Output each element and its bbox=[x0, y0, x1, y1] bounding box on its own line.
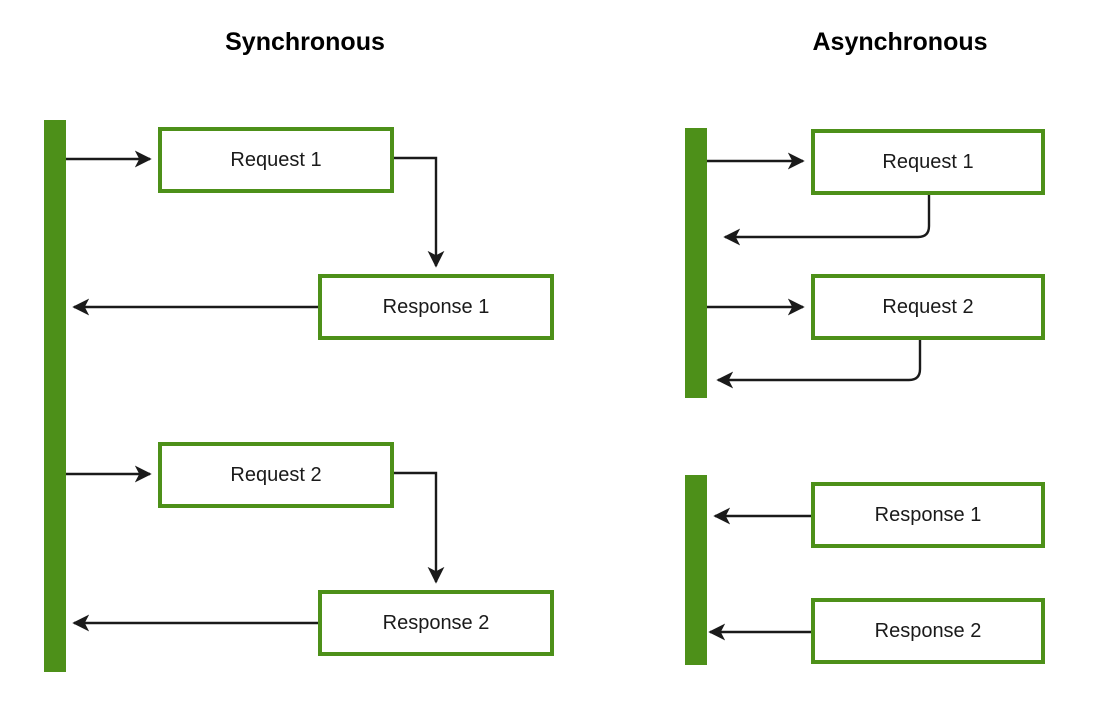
sync-request-1-label: Request 1 bbox=[230, 149, 322, 171]
arrow-async-request-1-return bbox=[723, 195, 931, 246]
sync-response-2-box[interactable]: Response 2 bbox=[318, 590, 554, 656]
sync-response-2-label: Response 2 bbox=[382, 612, 490, 634]
arrow-async-request-2-return bbox=[716, 340, 922, 389]
async-response-2-label: Response 2 bbox=[874, 620, 982, 642]
panel-title-asynchronous: Asynchronous bbox=[812, 28, 988, 56]
panel-title-synchronous: Synchronous bbox=[225, 28, 385, 56]
async-response-1-box[interactable]: Response 1 bbox=[811, 482, 1045, 548]
async-request-2-label: Request 2 bbox=[882, 296, 974, 318]
async-request-2-box[interactable]: Request 2 bbox=[811, 274, 1045, 340]
sync-request-1-box[interactable]: Request 1 bbox=[158, 127, 394, 193]
async-response-2-box[interactable]: Response 2 bbox=[811, 598, 1045, 664]
sync-request-2-label: Request 2 bbox=[230, 464, 322, 486]
async-lifeline-bottom bbox=[685, 475, 707, 665]
async-request-1-box[interactable]: Request 1 bbox=[811, 129, 1045, 195]
sync-response-1-box[interactable]: Response 1 bbox=[318, 274, 554, 340]
async-request-1-label: Request 1 bbox=[882, 151, 974, 173]
arrow-request-2-to-response-2 bbox=[394, 471, 445, 584]
async-lifeline-top bbox=[685, 128, 707, 398]
sync-request-2-box[interactable]: Request 2 bbox=[158, 442, 394, 508]
sync-lifeline bbox=[44, 120, 66, 672]
sync-response-1-label: Response 1 bbox=[382, 296, 490, 318]
async-response-1-label: Response 1 bbox=[874, 504, 982, 526]
arrow-request-1-to-response-1 bbox=[394, 156, 445, 268]
